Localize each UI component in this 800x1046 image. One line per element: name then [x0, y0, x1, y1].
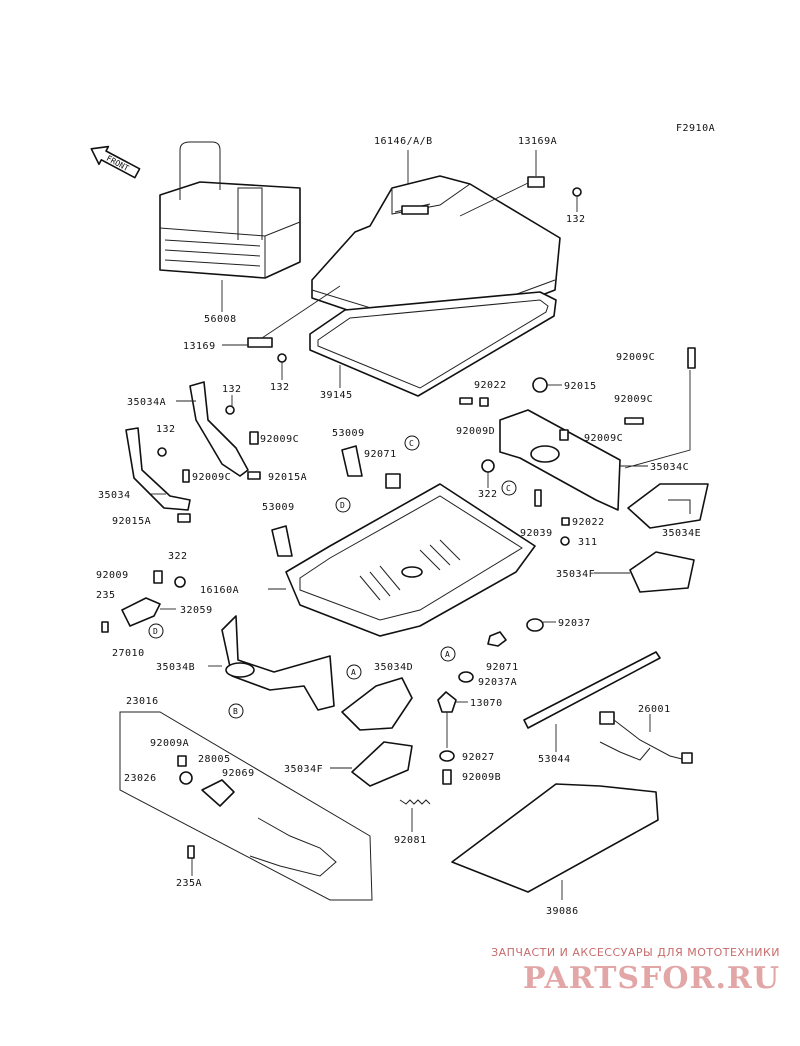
- part-13169: 13169: [183, 341, 216, 352]
- part-92009C-e: 92009C: [192, 472, 231, 483]
- figure-code: F2910A: [676, 123, 715, 134]
- watermark-caption: ЗАПЧАСТИ И АКСЕССУАРЫ ДЛЯ МОТОТЕХНИКИ: [491, 946, 780, 959]
- ref-C-right: C: [506, 484, 511, 493]
- seal-39145: 39145: [309, 291, 557, 401]
- small-fasteners-center: 92037 92071 92037A A: [440, 618, 591, 688]
- bracket-35034F-b: 35034F: [284, 741, 413, 787]
- part-92015A-b: 92015A: [112, 516, 151, 527]
- part-92009: 92009: [96, 570, 129, 581]
- hinge-13169: 13169 132: [183, 285, 341, 393]
- bracket-35034D: 35034D A: [341, 662, 413, 731]
- stopper-53009-a: 53009 92071 C: [332, 428, 420, 489]
- mat-39086: 39086: [451, 783, 659, 917]
- part-235A: 235A: [176, 878, 202, 889]
- ref-B-left: B: [233, 707, 238, 716]
- part-92009C-a: 92009C: [616, 352, 655, 363]
- stopper-53009-b: 53009 D: [262, 497, 351, 557]
- part-39086: 39086: [546, 906, 579, 917]
- part-311: 311: [578, 537, 598, 548]
- watermark-logo: PARTSFOR.RU: [523, 961, 780, 996]
- part-92037: 92037: [558, 618, 591, 629]
- part-35034: 35034: [98, 490, 131, 501]
- part-35034B: 35034B: [156, 662, 195, 673]
- part-92009C-b: 92009C: [614, 394, 653, 405]
- part-92071-b: 92071: [486, 662, 519, 673]
- part-92069: 92069: [222, 768, 255, 779]
- bracket-35034F-a: 35034F: [556, 551, 695, 593]
- part-23016: 23016: [126, 696, 159, 707]
- part-92022-b: 92022: [572, 517, 605, 528]
- part-322-b: 322: [168, 551, 188, 562]
- bracket-35034A: 35034A 132 92009C 92015A: [127, 381, 307, 483]
- part-35034F-b: 35034F: [284, 764, 323, 775]
- part-92022-a: 92022: [474, 380, 507, 391]
- bracket-35034: 35034 132 92009C 92015A: [98, 424, 231, 527]
- part-13169A: 13169A: [518, 136, 557, 147]
- part-132c: 132: [222, 384, 242, 395]
- part-235: 235: [96, 590, 116, 601]
- hinge-13169A: 13169A 132: [459, 136, 586, 225]
- part-132a: 132: [566, 214, 586, 225]
- watermark: ЗАПЧАСТИ И АКСЕССУАРЫ ДЛЯ МОТОТЕХНИКИ PA…: [480, 946, 780, 996]
- part-53009-b: 53009: [262, 502, 295, 513]
- bracket-35034C: 92009C 35034C 322 C 92039 92022 311: [478, 409, 689, 548]
- latch-assembly-left: 92009 322 235 32059 D 27010: [96, 551, 213, 659]
- part-35034A: 35034A: [127, 397, 166, 408]
- part-92009A: 92009A: [150, 738, 189, 749]
- part-27010: 27010: [112, 648, 145, 659]
- part-35034F-a: 35034F: [556, 569, 595, 580]
- bracket-35034B: 35034B B: [156, 615, 335, 719]
- part-53009-a: 53009: [332, 428, 365, 439]
- part-35034D: 35034D: [374, 662, 413, 673]
- ref-C-top: C: [409, 439, 414, 448]
- part-92027: 92027: [462, 752, 495, 763]
- part-92009C-d: 92009C: [584, 433, 623, 444]
- part-92039: 92039: [520, 528, 553, 539]
- part-35034E: 35034E: [662, 528, 701, 539]
- part-16160A: 16160A: [200, 585, 239, 596]
- part-132d: 132: [156, 424, 176, 435]
- part-13070: 13070: [470, 698, 503, 709]
- part-92015: 92015: [564, 381, 597, 392]
- part-23026: 23026: [124, 773, 157, 784]
- part-32059: 32059: [180, 605, 213, 616]
- lock-group-23016: 23016 92009A 28005 23026 92069 235A: [119, 696, 373, 901]
- case-body-16160A: 16160A: [200, 483, 536, 637]
- part-16146: 16146/A/B: [374, 136, 433, 147]
- part-322-a: 322: [478, 489, 498, 500]
- fastener-cluster-right: 92022 92015 92009D 92009C: [456, 377, 653, 437]
- part-28005: 28005: [198, 754, 231, 765]
- ref-A-right: A: [445, 650, 450, 659]
- part-92071-a: 92071: [364, 449, 397, 460]
- part-53044: 53044: [538, 754, 571, 765]
- ref-D-top: D: [340, 501, 345, 510]
- part-92015A-a: 92015A: [268, 472, 307, 483]
- part-35034C: 35034C: [650, 462, 689, 473]
- grommet-stack: 13070 92027 92009B: [437, 691, 503, 785]
- part-132b: 132: [270, 382, 290, 393]
- part-92037A: 92037A: [478, 677, 517, 688]
- bar-53044: 53044: [523, 651, 661, 765]
- bracket-35034E: 35034E: [627, 483, 709, 539]
- part-56008: 56008: [204, 314, 237, 325]
- ref-A-mid: A: [351, 668, 356, 677]
- part-92009C-c: 92009C: [260, 434, 299, 445]
- part-92009D: 92009D: [456, 426, 495, 437]
- part-26001: 26001: [638, 704, 671, 715]
- spring-92081: 92081: [394, 799, 431, 846]
- part-39145: 39145: [320, 390, 353, 401]
- bolt-92009C-a: 92009C: [616, 347, 696, 469]
- ref-D-left: D: [153, 627, 158, 636]
- part-92009B: 92009B: [462, 772, 501, 783]
- top-case-assembly: 56008: [159, 141, 301, 325]
- harness-26001: 26001: [599, 704, 693, 764]
- front-arrow-icon: FRONT: [90, 145, 141, 179]
- part-92081: 92081: [394, 835, 427, 846]
